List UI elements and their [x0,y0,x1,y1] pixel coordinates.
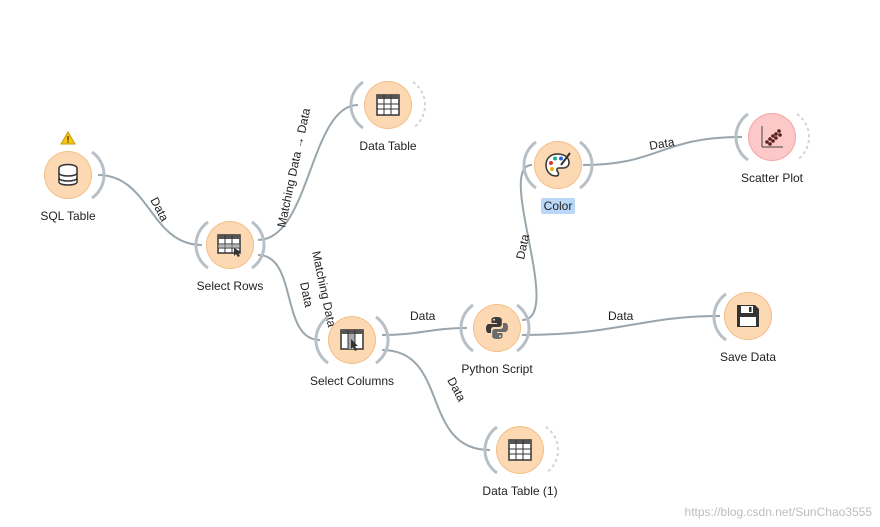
link-label-color-to-scatter: Data [648,135,676,153]
output-arc-color[interactable] [579,140,594,190]
node-label: Save Data [719,350,777,364]
input-arc-table[interactable] [349,80,364,130]
node-label: Select Columns [309,374,395,388]
output-arc-columns[interactable] [375,315,390,365]
scatter-plot-icon[interactable] [748,113,796,161]
warning-icon [60,131,76,145]
palette-icon[interactable] [534,141,582,189]
table-icon[interactable] [364,81,412,129]
link-color-to-scatter[interactable] [582,136,743,166]
select-rows-icon[interactable] [206,221,254,269]
input-arc-rows[interactable] [194,220,209,270]
output-arc-rows[interactable] [251,220,266,270]
link-python-to-save[interactable] [521,315,721,336]
node-label: Select Rows [196,279,264,293]
node-label: SQL Table [40,209,96,223]
link-python-to-color[interactable] [519,164,538,321]
node-label-text: Color [540,198,576,214]
input-arc-table1[interactable] [483,425,498,475]
input-arc-scatter[interactable] [734,112,749,162]
input-arc-save[interactable] [712,292,727,342]
link-sql-to-rows[interactable] [97,174,203,246]
link-label-columns-to-python: Data [410,309,436,323]
save-icon[interactable] [724,292,772,340]
node-label: Scatter Plot [740,171,804,185]
link-label-python-to-color: Data [513,233,532,261]
link-label-columns-to-table1: Data [444,375,468,404]
table-icon[interactable] [496,426,544,474]
python-icon[interactable] [473,304,521,352]
select-columns-icon[interactable] [328,316,376,364]
output-arc-python[interactable] [516,303,531,353]
node-label: Data Table [359,139,417,153]
link-columns-to-table1[interactable] [381,349,491,451]
link-rows-to-columns[interactable] [257,254,321,341]
output-arc-table1-idle [545,426,559,474]
output-arc-table-idle [412,81,426,129]
link-label-rows-to-columns-2: Data [297,281,316,309]
link-label-python-to-save: Data [608,309,634,323]
node-label: Color [478,198,638,214]
database-icon[interactable] [44,151,92,199]
node-label: Python Script [461,362,533,376]
input-arc-python[interactable] [459,303,474,353]
watermark: https://blog.csdn.net/SunChao3555 [684,505,872,519]
link-label-sql-to-rows: Data [147,195,171,224]
input-arc-columns[interactable] [314,315,329,365]
link-rows-to-table[interactable] [257,104,359,241]
node-label: Data Table (1) [482,484,558,498]
link-columns-to-python[interactable] [381,327,468,336]
output-arc-scatter-idle [796,113,810,161]
input-arc-color[interactable] [522,140,537,190]
output-arc-sql[interactable] [91,150,106,200]
